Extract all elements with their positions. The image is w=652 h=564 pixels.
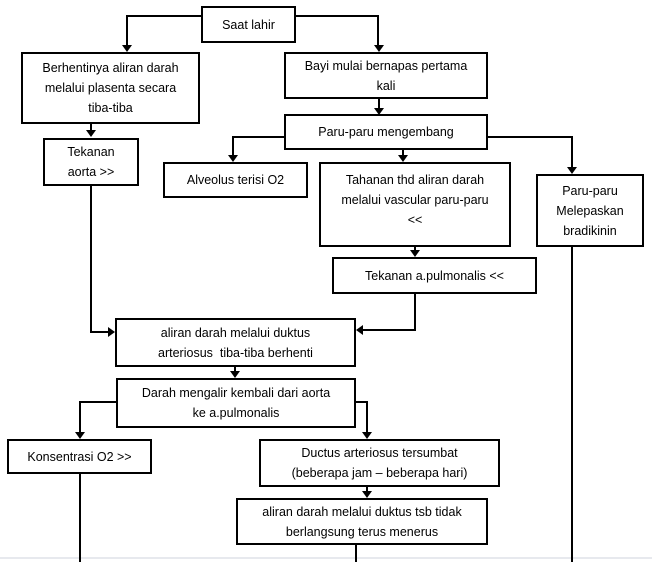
edge-paru-bradikinin-v (571, 136, 573, 168)
edge-alirantsb-down-v (355, 543, 357, 562)
edge-paru-tahanan-v (402, 147, 404, 156)
arrowhead-into-bayi (374, 45, 384, 52)
node-bradikinin: Paru-paru Melepaskan bradikinin (536, 174, 644, 247)
edge-bradikinin-down-v (571, 245, 573, 562)
edge-darah-konsentrasi-h (79, 401, 118, 403)
node-tekanan-aorta: Tekanan aorta >> (43, 138, 139, 186)
edge-berhentinya-aorta-v (90, 122, 92, 132)
edge-saat-bayi-v (377, 15, 379, 46)
arrowhead-into-tekanan-aorta (86, 130, 96, 137)
arrowhead-into-alveolus (228, 155, 238, 162)
page-divider-line (0, 557, 652, 559)
node-aliran-tsb-berhenti: aliran darah melalui duktus tsb tidak be… (236, 498, 488, 545)
edge-paru-bradikinin-h (486, 136, 572, 138)
edge-aorta-duktus-h (90, 331, 109, 333)
node-berhentinya-aliran-darah: Berhentinya aliran darah melalui plasent… (21, 52, 200, 124)
node-paru-mengembang: Paru-paru mengembang (284, 114, 488, 150)
edge-ductus-alirantsb-v (366, 485, 368, 492)
arrowhead-into-tahanan (398, 155, 408, 162)
node-tahanan-vascular: Tahanan thd aliran darah melalui vascula… (319, 162, 511, 247)
edge-aorta-duktus-v (90, 184, 92, 333)
arrowhead-into-aliran-tsb (362, 491, 372, 498)
node-aliran-duktus-berhenti: aliran darah melalui duktus arteriosus t… (115, 318, 356, 367)
node-ductus-tersumbat: Ductus arteriosus tersumbat (beberapa ja… (259, 439, 500, 487)
node-darah-mengalir-kembali: Darah mengalir kembali dari aorta ke a.p… (116, 378, 356, 428)
edge-paru-alveolus-v (232, 136, 234, 156)
arrowhead-into-darah-mengalir (230, 371, 240, 378)
edge-saat-bayi-h (294, 15, 379, 17)
edge-darah-ductus-v (366, 401, 368, 433)
arrowhead-into-aliran-duktus-left (108, 327, 115, 337)
edge-paru-alveolus-h (233, 136, 286, 138)
node-tekanan-pulmonalis: Tekanan a.pulmonalis << (332, 257, 537, 294)
node-bayi-bernapas: Bayi mulai bernapas pertama kali (284, 52, 488, 99)
edge-duktus-darah-v (234, 365, 236, 372)
edge-darah-ductus-h (354, 401, 368, 403)
edge-bayi-paru-v (378, 97, 380, 109)
node-alveolus-terisi-o2: Alveolus terisi O2 (163, 162, 308, 198)
node-konsentrasi-o2: Konsentrasi O2 >> (7, 439, 152, 474)
edge-konsentrasi-down-v (79, 471, 81, 562)
edge-tahanan-pulmonalis-v (414, 245, 416, 251)
arrowhead-into-ductus-tersumbat (362, 432, 372, 439)
arrowhead-into-konsentrasi (75, 432, 85, 439)
arrowhead-into-paru-mengembang (374, 108, 384, 115)
edge-saat-berhentinya-v (126, 15, 128, 46)
arrowhead-into-tekanan-pulmonalis (410, 250, 420, 257)
edge-saat-berhentinya-h (127, 15, 203, 17)
node-saat-lahir: Saat lahir (201, 6, 296, 43)
arrowhead-into-berhentinya (122, 45, 132, 52)
edge-pulmonalis-duktus-h (362, 329, 416, 331)
arrowhead-into-aliran-duktus-right (356, 325, 363, 335)
edge-pulmonalis-duktus-v (414, 292, 416, 331)
edge-darah-konsentrasi-v (79, 401, 81, 433)
arrowhead-into-bradikinin (567, 167, 577, 174)
